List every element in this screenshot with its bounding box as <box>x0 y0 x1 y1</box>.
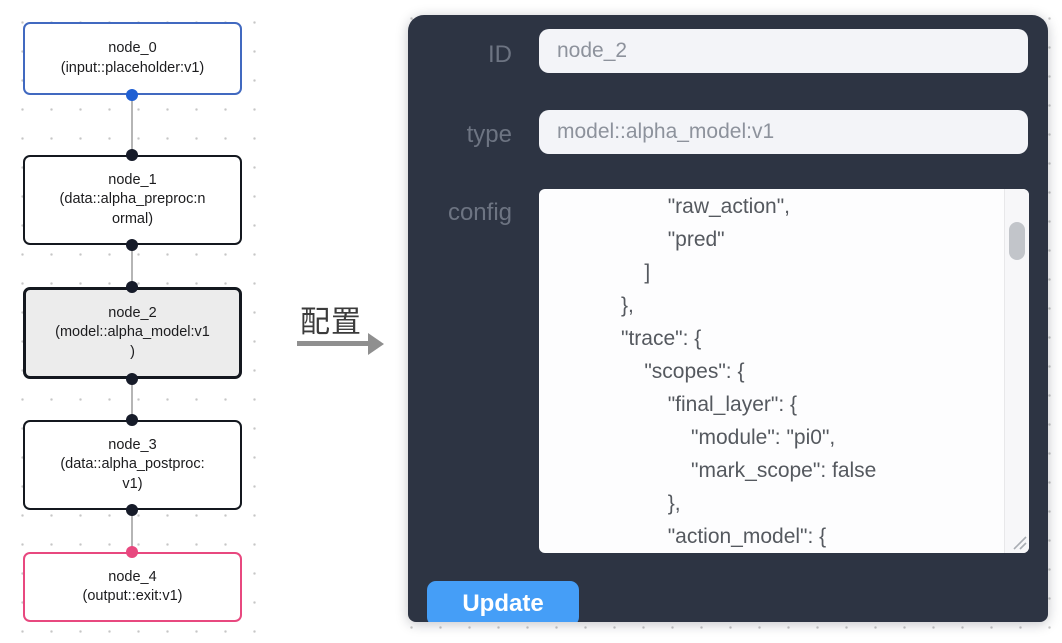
config-scrollbar[interactable] <box>1004 189 1029 553</box>
handle-node_4-in[interactable] <box>126 546 138 558</box>
node-type-label: v1) <box>122 475 143 492</box>
node-title: node_4 <box>108 568 157 585</box>
handle-node_1-in[interactable] <box>126 149 138 161</box>
handle-node_3-out[interactable] <box>126 504 138 516</box>
edge-node0-node1 <box>131 95 133 155</box>
edge-node3-node4 <box>131 510 133 552</box>
id-label: ID <box>488 41 512 68</box>
node-title: node_0 <box>108 40 157 56</box>
node-type-label: (input::placeholder:v1) <box>60 59 205 76</box>
handle-node_3-in[interactable] <box>126 414 138 426</box>
node-node_4[interactable]: node_4 (output::exit:v1) <box>23 552 242 622</box>
config-json-text: "raw_action", "pred" ] }, "trace": { "sc… <box>621 195 877 548</box>
node-title: node_1 <box>108 171 157 188</box>
handle-node_1-out[interactable] <box>126 239 138 251</box>
node-node_2-selected[interactable]: node_2 (model::alpha_model:v1 ) <box>23 287 242 379</box>
arrow-right-head-icon <box>368 332 384 355</box>
node-type-label: (output::exit:v1) <box>82 588 183 604</box>
edge-node2-node3 <box>131 379 133 420</box>
node-type-label: ormal) <box>111 210 154 227</box>
node-node_1[interactable]: node_1 (data::alpha_preproc:n ormal) <box>23 155 242 245</box>
update-button[interactable]: Update <box>427 581 579 622</box>
configure-label: 配置 <box>300 306 362 339</box>
node-node_0[interactable]: node_0 (input::placeholder:v1) <box>23 22 242 95</box>
type-label: type <box>466 121 512 148</box>
config-scrollbar-thumb[interactable] <box>1009 222 1025 260</box>
node-title: node_2 <box>108 304 157 321</box>
node-type-label: (data::alpha_postproc: <box>60 456 205 473</box>
config-label: config <box>447 199 512 226</box>
handle-node_2-in[interactable] <box>126 281 138 293</box>
node-title: node_3 <box>108 436 157 453</box>
arrow-right-icon <box>297 341 369 346</box>
handle-node_2-out[interactable] <box>126 373 138 385</box>
node-node_3[interactable]: node_3 (data::alpha_postproc: v1) <box>23 420 242 510</box>
node-type-label: (model::alpha_model:v1 <box>55 324 210 341</box>
node-type-label: ) <box>130 343 135 360</box>
type-input[interactable] <box>539 110 1028 154</box>
id-input[interactable] <box>539 29 1028 73</box>
edge-node1-node2 <box>131 245 133 287</box>
resize-handle-icon[interactable] <box>1011 534 1027 550</box>
handle-node_0-out[interactable] <box>126 89 138 101</box>
node-type-label: (data::alpha_preproc:n <box>59 191 206 208</box>
node-config-panel: ID type config "raw_action", "pred" ] },… <box>408 15 1048 622</box>
config-editor[interactable]: "raw_action", "pred" ] }, "trace": { "sc… <box>539 189 1029 553</box>
